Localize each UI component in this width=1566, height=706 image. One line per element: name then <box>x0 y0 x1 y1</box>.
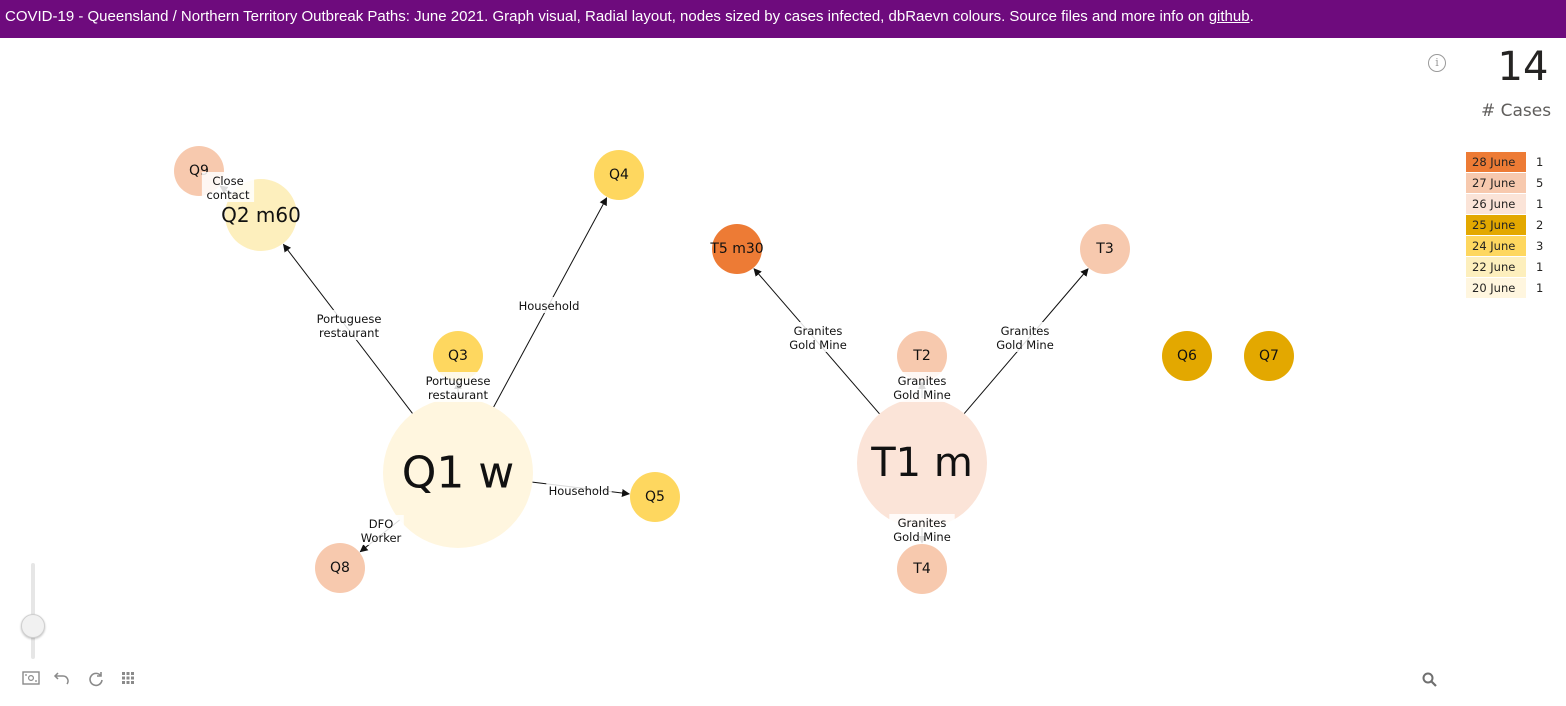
node-label: T3 <box>1095 241 1113 257</box>
edge-label-background <box>516 297 582 313</box>
node-circle[interactable] <box>1080 224 1130 274</box>
case-count: 14 <box>1497 44 1549 90</box>
node-q7[interactable]: Q7 <box>1244 331 1294 381</box>
node-t4[interactable]: T4 <box>897 544 947 594</box>
node-circle[interactable] <box>433 331 483 381</box>
node-label: T5 m30 <box>709 241 763 257</box>
node-label: Q8 <box>330 560 350 576</box>
node-label: Q4 <box>609 167 629 183</box>
github-link[interactable]: github <box>1208 8 1250 25</box>
node-t1[interactable]: T1 m <box>857 398 987 528</box>
node-circle[interactable] <box>594 150 644 200</box>
node-label: T1 m <box>870 440 973 486</box>
legend-count: 1 <box>1536 260 1544 274</box>
edge-label-background <box>546 482 612 498</box>
legend-row: 22 June 1 <box>1466 257 1558 277</box>
legend-row: 28 June 1 <box>1466 152 1558 172</box>
date-legend: 28 June 1 27 June 5 26 June 1 25 June 2 24 June 3… <box>1466 151 1558 299</box>
legend-row: 25 June 2 <box>1466 215 1558 235</box>
legend-count: 1 <box>1536 197 1544 211</box>
case-count-label: # Cases <box>1480 101 1552 121</box>
legend-row: 26 June 1 <box>1466 194 1558 214</box>
node-q3[interactable]: Q3 <box>433 331 483 381</box>
zoom-slider-handle[interactable] <box>21 614 45 638</box>
edge-label-background <box>992 322 1058 352</box>
node-circle[interactable] <box>857 398 987 528</box>
legend-count: 2 <box>1536 218 1544 232</box>
undo-icon[interactable] <box>52 670 72 690</box>
node-label: T4 <box>912 561 931 577</box>
node-label: Q2 m60 <box>221 203 301 227</box>
node-circle[interactable] <box>1162 331 1212 381</box>
legend-date: 20 June <box>1466 278 1526 298</box>
legend-date: 28 June <box>1466 152 1526 172</box>
legend-row: 27 June 5 <box>1466 173 1558 193</box>
info-icon[interactable]: i <box>1428 54 1446 72</box>
legend-row: 24 June 3 <box>1466 236 1558 256</box>
legend-count: 1 <box>1536 155 1544 169</box>
search-icon[interactable] <box>1421 671 1439 689</box>
edge-label-background <box>422 372 494 402</box>
refresh-icon[interactable] <box>86 670 106 690</box>
legend-date: 26 June <box>1466 194 1526 214</box>
node-label: T2 <box>912 348 930 364</box>
node-t5[interactable]: T5 m30 <box>709 224 764 274</box>
edge-label-background <box>889 514 955 544</box>
legend-date: 22 June <box>1466 257 1526 277</box>
node-label: Q1 w <box>402 448 515 499</box>
node-q6[interactable]: Q6 <box>1162 331 1212 381</box>
fit-view-icon[interactable] <box>21 670 41 690</box>
edge-label: Household <box>519 299 580 313</box>
node-t2[interactable]: T2 <box>897 331 947 381</box>
banner-suffix: . <box>1249 8 1254 25</box>
legend-date: 25 June <box>1466 215 1526 235</box>
title-banner: COVID-19 - Queensland / Northern Territo… <box>0 0 1566 38</box>
banner-text: COVID-19 - Queensland / Northern Territo… <box>5 8 1209 25</box>
node-circle[interactable] <box>712 224 762 274</box>
edge-label-background <box>889 372 955 402</box>
grid-icon[interactable] <box>118 670 138 690</box>
node-label: Q6 <box>1177 348 1197 364</box>
node-label: Q7 <box>1259 348 1279 364</box>
node-q1[interactable]: Q1 w <box>383 398 533 548</box>
edge-label: Household <box>549 484 610 498</box>
zoom-slider-track[interactable] <box>31 563 35 659</box>
node-circle[interactable] <box>1244 331 1294 381</box>
legend-count: 5 <box>1536 176 1544 190</box>
node-label: Q5 <box>645 489 665 505</box>
node-q4[interactable]: Q4 <box>594 150 644 200</box>
node-circle[interactable] <box>315 543 365 593</box>
node-circle[interactable] <box>630 472 680 522</box>
legend-row: 20 June 1 <box>1466 278 1558 298</box>
edge-label-background <box>785 322 851 352</box>
edge-label-background <box>313 310 385 340</box>
node-circle[interactable] <box>897 331 947 381</box>
legend-date: 27 June <box>1466 173 1526 193</box>
legend-count: 1 <box>1536 281 1544 295</box>
node-t3[interactable]: T3 <box>1080 224 1130 274</box>
edge-label-background <box>201 172 255 202</box>
edge-label-background <box>358 515 404 545</box>
legend-count: 3 <box>1536 239 1544 253</box>
node-q5[interactable]: Q5 <box>630 472 680 522</box>
node-q8[interactable]: Q8 <box>315 543 365 593</box>
node-circle[interactable] <box>897 544 947 594</box>
node-label: Q3 <box>448 348 468 364</box>
node-circle[interactable] <box>383 398 533 548</box>
legend-date: 24 June <box>1466 236 1526 256</box>
